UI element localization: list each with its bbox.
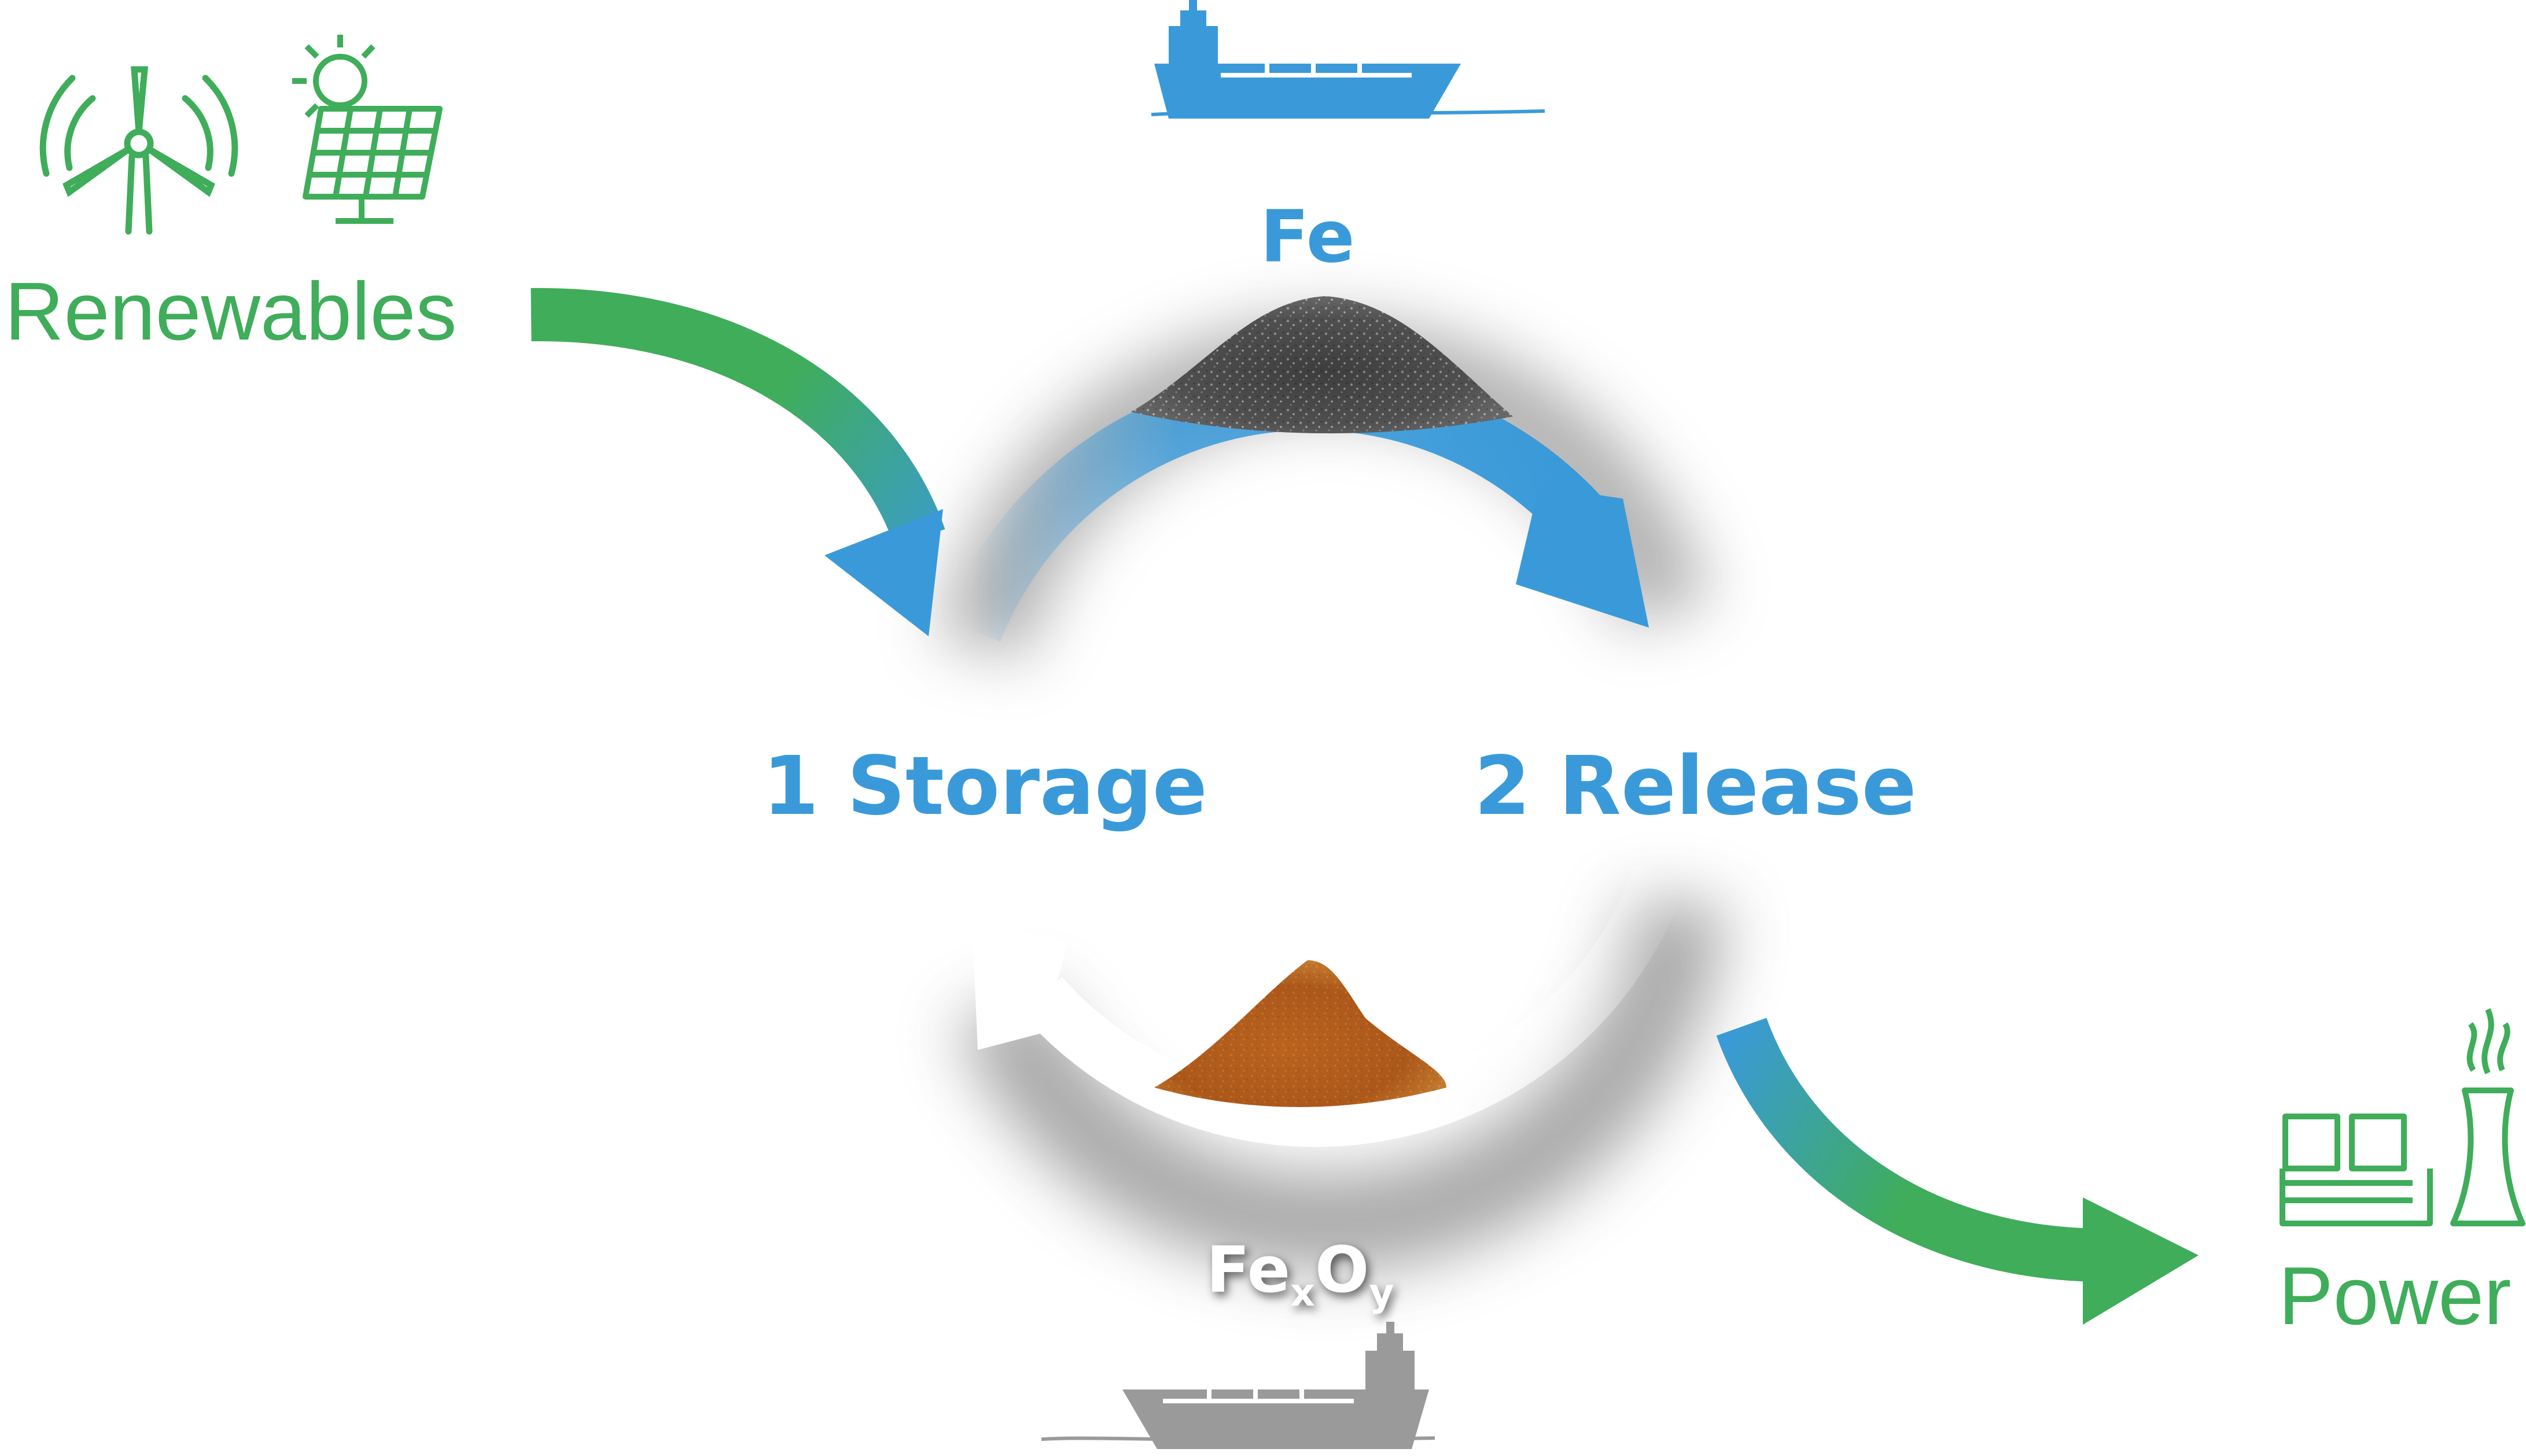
power-plant-icon xyxy=(2280,1008,2525,1226)
iron-oxide-sub-y: y xyxy=(1369,1270,1394,1315)
iron-oxide-sub-x: x xyxy=(1290,1270,1315,1315)
iron-oxide-fe: Fe xyxy=(1206,1233,1291,1307)
energy-input-arrow xyxy=(531,287,945,636)
iron-label: Fe xyxy=(1260,196,1355,279)
iron-oxide-label: FexOy xyxy=(1206,1238,1394,1312)
iron-powder-heap xyxy=(1131,296,1513,434)
energy-output-arrow xyxy=(1716,1018,2199,1325)
iron-oxide-heap xyxy=(1154,960,1446,1107)
renewables-label: Renewables xyxy=(5,266,457,357)
wind-turbine-icon xyxy=(39,66,238,235)
release-step-label: 2 Release xyxy=(1474,739,1917,834)
iron-oxide-o: O xyxy=(1314,1233,1369,1307)
cargo-ship-icon xyxy=(1151,0,1545,119)
storage-step-label: 1 Storage xyxy=(763,739,1207,834)
power-label: Power xyxy=(2278,1250,2512,1342)
cycle-arrow-bottom xyxy=(972,864,1687,1147)
solar-panel-icon xyxy=(292,35,443,224)
cargo-ship-icon xyxy=(1041,1322,1435,1449)
